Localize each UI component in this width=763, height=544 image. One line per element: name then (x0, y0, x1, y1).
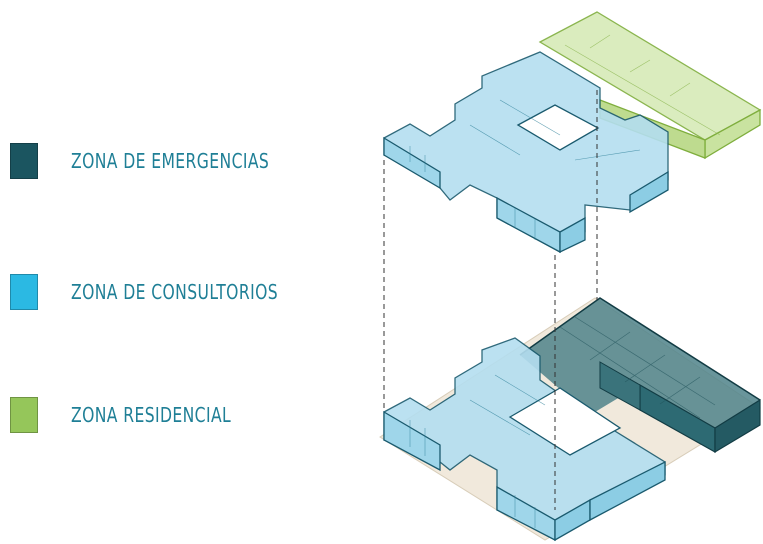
lower-consultorios-zone (383, 337, 666, 542)
swatch-emergencias (10, 143, 38, 179)
legend-label-emergencias: ZONA DE EMERGENCIAS (71, 149, 270, 173)
legend-item-emergencias: ZONA DE EMERGENCIAS (10, 143, 325, 179)
legend-label-residencial: ZONA RESIDENCIAL (71, 403, 232, 427)
level-connectors (383, 90, 598, 510)
legend-item-consultorios: ZONA DE CONSULTORIOS (10, 274, 336, 310)
legend-label-consultorios: ZONA DE CONSULTORIOS (71, 280, 279, 304)
legend-item-residencial: ZONA RESIDENCIAL (10, 397, 276, 433)
swatch-residencial (10, 397, 38, 433)
lower-emergency-zone (519, 297, 761, 454)
swatch-consultorios (10, 274, 38, 310)
